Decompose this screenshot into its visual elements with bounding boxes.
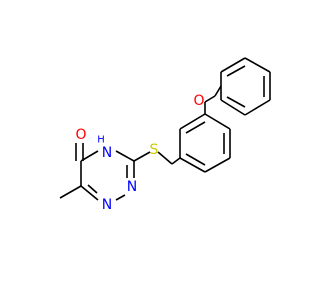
bond-b-inner-3 [185,153,206,166]
bond-o-phenyl [204,95,216,103]
bonds [59,57,271,201]
atom-ring-nitrogen-1: N [102,197,112,213]
bond-c6-methyl [59,185,82,199]
bond-b3 [204,113,231,130]
atom-labels: O N H N N S O [75,93,204,213]
atom-nh-nitrogen: N [102,145,112,161]
bond-c4-n4h [80,150,99,162]
bond-p-c [220,57,246,73]
bond-n4h-c3 [115,150,135,162]
atom-ether-oxygen: O [193,93,204,109]
bond-n1-c6 [80,185,99,201]
bond-n2-n1 [115,194,126,201]
bond-p-inner-1 [226,65,246,77]
atom-sulfur: S [150,142,159,158]
chemical-structure: O N H N N S O [59,57,271,213]
bond-ch2-ring [171,157,181,165]
bond-p-d [244,57,271,73]
bond-p-a [214,85,222,97]
bond-b6 [179,157,206,173]
bond-c3-s [133,151,151,162]
atom-nh-hydrogen: H [97,135,105,146]
bond-p-g [220,99,246,116]
atom-ring-nitrogen-2: N [127,179,137,195]
bond-s-ch2 [157,151,173,165]
atom-carbonyl-oxygen: O [75,127,86,143]
bond-b2 [179,113,206,130]
bond-b5 [204,157,231,173]
bond-n1-c6-double [87,184,98,194]
bond-p-f [244,99,271,116]
bond-b-inner-1 [185,121,206,134]
bond-p-inner-3 [226,96,246,108]
